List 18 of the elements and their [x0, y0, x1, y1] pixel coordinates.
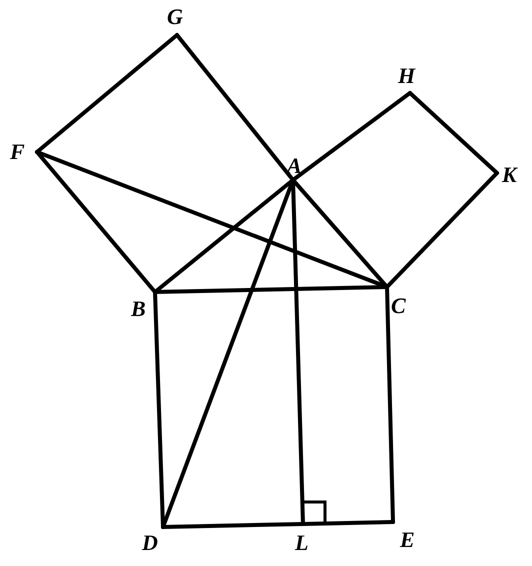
point-label: F	[10, 141, 25, 163]
point-label: G	[167, 6, 183, 28]
point-label: C	[391, 295, 406, 317]
line-segment	[153, 290, 165, 529]
point-label: E	[400, 529, 415, 551]
line-segment	[301, 520, 395, 526]
line-segment	[35, 33, 179, 154]
point-label: L	[295, 532, 308, 554]
line-segment	[175, 33, 295, 182]
point-label: D	[142, 532, 158, 554]
point-label: K	[502, 164, 517, 186]
point-label: B	[131, 298, 146, 320]
line-segment	[291, 91, 412, 182]
line-segment	[385, 171, 499, 289]
line-segment	[385, 285, 395, 524]
line-segment	[161, 522, 305, 529]
point-label: H	[398, 65, 416, 87]
line-segment	[408, 91, 499, 175]
